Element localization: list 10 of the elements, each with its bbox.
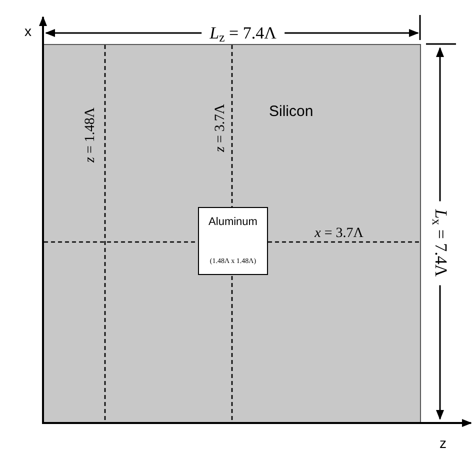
block-label: Aluminum — [208, 217, 258, 228]
silicon-region — [43, 44, 421, 423]
region-label: Silicon — [269, 104, 314, 119]
dimension-label: L$_{z}$ = 7.4Λ — [202, 24, 284, 42]
axis-label: x — [24, 24, 32, 38]
guide-line-label: z = 1.48Λ — [84, 108, 98, 162]
guide-line-label: x = 3.7Λ — [314, 227, 364, 241]
axis-label: z — [440, 436, 446, 450]
aluminum-block — [198, 207, 268, 275]
guide-line-label: z = 3.7Λ — [214, 104, 228, 152]
